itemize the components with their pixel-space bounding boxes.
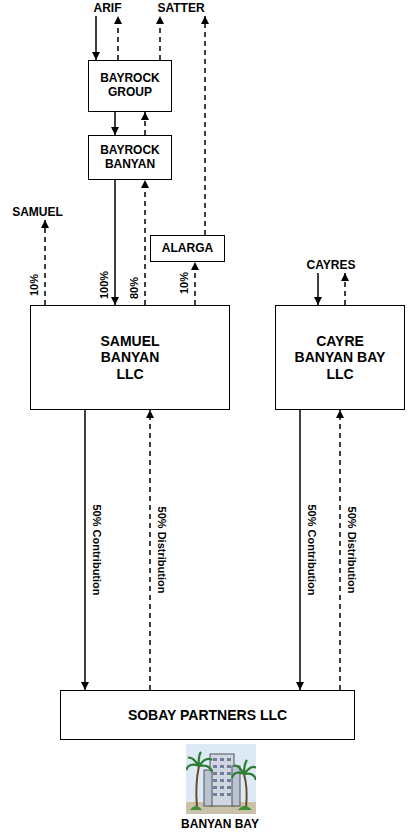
contribution-arrow [84, 410, 86, 690]
entity-name: CAYRE BANYAN BAY LLC [290, 333, 390, 381]
flow-label: 50% Contribution [306, 504, 317, 595]
entity-name: SATTER [157, 2, 204, 16]
flow-label: 10% [179, 272, 190, 294]
distribution-arrow [44, 220, 46, 305]
distribution-arrow [339, 410, 341, 690]
flow-label: 50% Distribution [156, 507, 167, 594]
entity-box: ALARGA [150, 235, 225, 262]
distribution-arrow [144, 180, 146, 305]
entity-box: BAYROCK GROUP [88, 60, 172, 112]
party-name: ARIF [85, 1, 130, 16]
contribution-arrow [317, 273, 319, 305]
contribution-arrow [114, 180, 116, 305]
flow-label: 50% Distribution [346, 507, 357, 594]
party-name: SATTER [150, 1, 212, 16]
party-name: CAYRES [302, 258, 360, 273]
distribution-arrow [159, 16, 161, 60]
entity-name: ARIF [94, 2, 122, 16]
contribution-arrow [95, 16, 97, 60]
entity-name: BAYROCK BANYAN [92, 144, 168, 172]
flow-label: 100% [99, 271, 110, 299]
distribution-arrow [144, 112, 146, 135]
distribution-arrow [149, 410, 151, 690]
entity-box: SOBAY PARTNERS LLC [60, 690, 355, 740]
party-name: SAMUEL [10, 205, 65, 220]
resort-illustration [186, 744, 256, 814]
flow-label: 10% [29, 274, 40, 296]
entity-name: SOBAY PARTNERS LLC [128, 707, 287, 723]
entity-box: BAYROCK BANYAN [88, 135, 172, 180]
entity-name: SAMUEL [12, 206, 63, 220]
entity-name: CAYRES [307, 259, 356, 273]
entity-name: ALARGA [162, 242, 213, 256]
entity-name: SAMUEL BANYAN LLC [90, 333, 170, 381]
contribution-arrow [114, 112, 116, 135]
distribution-arrow [344, 273, 346, 305]
project-caption: BANYAN BAY [160, 817, 280, 831]
flow-label: 50% Contribution [91, 504, 102, 595]
entity-name: BAYROCK GROUP [92, 72, 168, 100]
flow-label: 80% [129, 277, 140, 299]
distribution-arrow [117, 16, 119, 60]
entity-box: SAMUEL BANYAN LLC [30, 305, 230, 410]
entity-box: CAYRE BANYAN BAY LLC [275, 305, 405, 410]
contribution-arrow [299, 410, 301, 690]
distribution-arrow [194, 262, 196, 305]
distribution-arrow [204, 16, 206, 235]
